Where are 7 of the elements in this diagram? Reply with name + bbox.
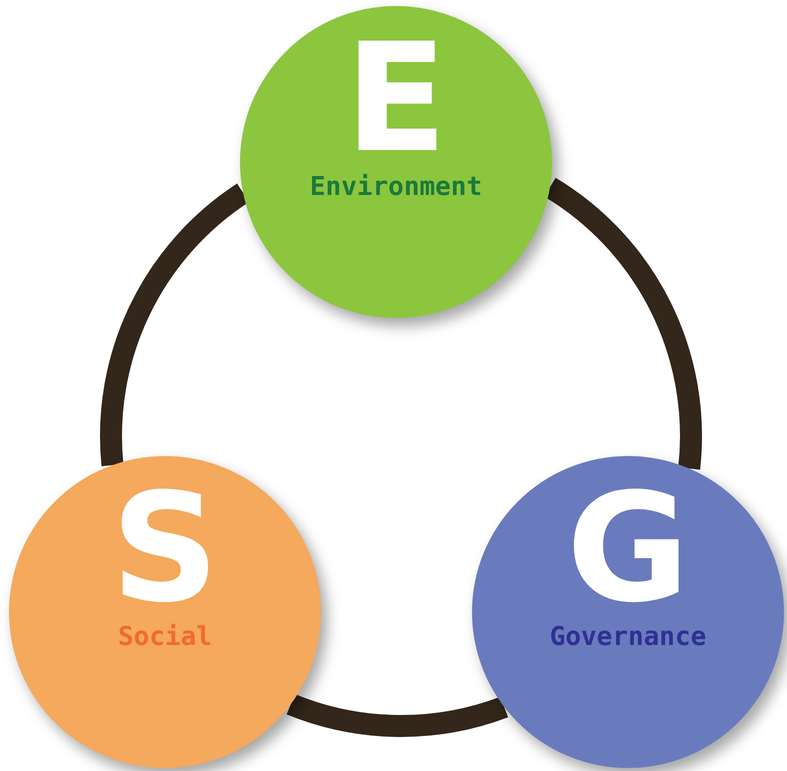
initial-letter: E <box>344 24 448 174</box>
node-label: Environment <box>308 174 484 200</box>
node-label: Governance <box>548 624 708 650</box>
ring-connector <box>287 694 508 737</box>
initial-letter: S <box>110 474 220 624</box>
node-label: Social <box>117 624 213 650</box>
initial-letter: G <box>566 474 690 624</box>
